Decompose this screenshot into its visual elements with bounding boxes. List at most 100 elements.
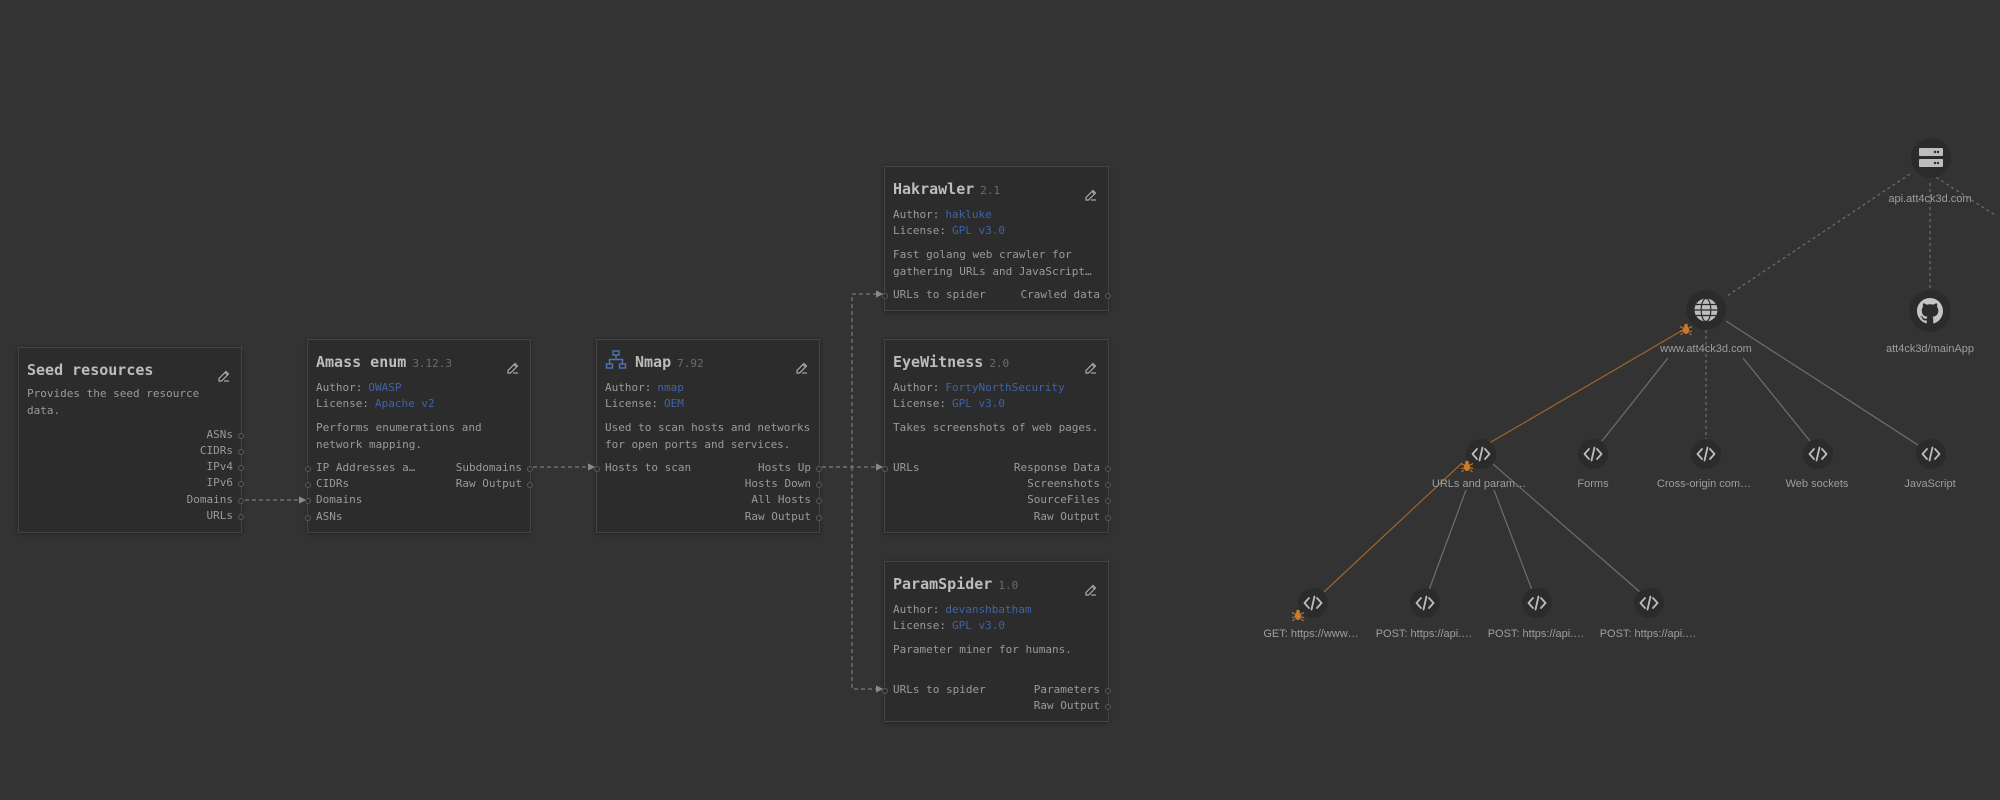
license-row: License:Apache v2 xyxy=(316,397,435,410)
license-link[interactable]: GPL v3.0 xyxy=(951,397,1005,410)
graph-solid-edges xyxy=(1428,320,1919,593)
author-link[interactable]: devanshbatham xyxy=(945,603,1032,616)
edit-icon[interactable] xyxy=(795,360,809,374)
graph-node-cross-origin[interactable] xyxy=(1691,439,1721,469)
license-link[interactable]: OEM xyxy=(663,397,684,410)
graph-label-request-post-2: POST: https://api.… xyxy=(1487,628,1585,640)
node-description: Fast golang web crawler for gathering UR… xyxy=(893,248,1092,278)
author-row: Author:devanshbatham xyxy=(893,603,1032,616)
graph-label-request-get: GET: https://www… xyxy=(1263,628,1359,640)
graph-label-request-post-3: POST: https://api.… xyxy=(1599,628,1697,640)
input-port-ip-addresses[interactable]: IP Addresses a… xyxy=(304,461,416,474)
output-port-raw-output[interactable]: Raw Output xyxy=(1033,699,1112,712)
output-port-hosts-up[interactable]: Hosts Up xyxy=(758,461,822,474)
author-link[interactable]: OWASP xyxy=(368,381,402,394)
input-port-cidrs[interactable]: CIDRs xyxy=(304,477,350,490)
license-row: License:GPL v3.0 xyxy=(893,397,1005,410)
license-row: License:OEM xyxy=(605,397,684,410)
graph-node-repo[interactable] xyxy=(1909,290,1951,332)
author-row: Author:nmap xyxy=(605,381,684,394)
author-row: Author:hakluke xyxy=(893,208,992,221)
input-port-urls-to-spider[interactable]: URLs to spider xyxy=(882,683,986,696)
input-port-asns[interactable]: ASNs xyxy=(305,510,343,523)
node-description: Performs enumerations and network mappin… xyxy=(316,421,482,451)
server-icon xyxy=(1919,148,1943,167)
output-port-ipv6[interactable]: IPv6 xyxy=(206,476,244,489)
code-icon xyxy=(1583,446,1603,462)
edit-icon[interactable] xyxy=(1084,360,1098,374)
graph-node-api-host[interactable] xyxy=(1911,138,1951,178)
author-row: Author:OWASP xyxy=(316,381,402,394)
input-port-hosts-to-scan[interactable]: Hosts to scan xyxy=(593,461,692,474)
output-port-raw-output[interactable]: Raw Output xyxy=(1033,510,1112,523)
input-port-urls[interactable]: URLs xyxy=(882,461,920,474)
output-port-all-hosts[interactable]: All Hosts xyxy=(751,493,822,506)
node-description: Provides the seed resource data. xyxy=(27,387,200,417)
output-port-parameters[interactable]: Parameters xyxy=(1033,683,1112,696)
author-link[interactable]: hakluke xyxy=(945,208,992,221)
node-version: 2.0 xyxy=(989,357,1010,370)
graph-label-request-post-1: POST: https://api.… xyxy=(1375,628,1473,640)
output-port-raw-output[interactable]: Raw Output xyxy=(455,477,534,490)
graph-label-repo: att4ck3d/mainApp xyxy=(1885,343,1975,355)
output-port-sourcefiles[interactable]: SourceFiles xyxy=(1027,493,1111,506)
output-port-raw-output[interactable]: Raw Output xyxy=(744,510,823,523)
bug-icon xyxy=(1291,609,1305,622)
node-version: 7.92 xyxy=(677,357,704,370)
graph-node-javascript[interactable] xyxy=(1916,439,1946,469)
graph-vuln-edges xyxy=(1323,326,1689,593)
graph-node-www-host[interactable] xyxy=(1686,290,1726,330)
node-description: Used to scan hosts and networks for open… xyxy=(605,421,811,451)
author-link[interactable]: FortyNorthSecurity xyxy=(945,381,1065,394)
output-port-urls[interactable]: URLs xyxy=(206,509,244,522)
output-port-crawled-data[interactable]: Crawled data xyxy=(1020,288,1112,301)
license-link[interactable]: GPL v3.0 xyxy=(951,619,1005,632)
graph-node-forms[interactable] xyxy=(1578,439,1608,469)
graph-dashed-edges xyxy=(1705,173,1996,440)
graph-node-urls-params[interactable] xyxy=(1466,439,1496,469)
output-port-response-data[interactable]: Response Data xyxy=(1013,461,1112,474)
graph-node-request-post-3[interactable] xyxy=(1634,588,1664,618)
graph-node-request-post-2[interactable] xyxy=(1522,588,1552,618)
output-port-asns[interactable]: ASNs xyxy=(206,428,244,441)
seed-resources-node[interactable]: Seed resources Provides the seed resourc… xyxy=(18,347,245,533)
input-port-urls-to-spider[interactable]: URLs to spider xyxy=(882,288,986,301)
graph-node-web-sockets[interactable] xyxy=(1803,439,1833,469)
edit-icon[interactable] xyxy=(217,368,231,382)
code-icon xyxy=(1639,595,1659,611)
wire-nmap-to-hakrawler[interactable] xyxy=(822,290,884,468)
graph-label-forms: Forms xyxy=(1577,478,1609,490)
license-link[interactable]: GPL v3.0 xyxy=(951,224,1005,237)
bug-icon xyxy=(1460,460,1474,473)
graph-label-api-host: api.att4ck3d.com xyxy=(1888,193,1972,205)
output-port-subdomains[interactable]: Subdomains xyxy=(455,461,534,474)
output-port-cidrs[interactable]: CIDRs xyxy=(199,444,245,457)
input-port-domains[interactable]: Domains xyxy=(304,493,363,506)
output-port-hosts-down[interactable]: Hosts Down xyxy=(744,477,823,490)
license-link[interactable]: Apache v2 xyxy=(374,397,435,410)
output-port-domains[interactable]: Domains xyxy=(186,493,245,506)
code-icon xyxy=(1415,595,1435,611)
author-link[interactable]: nmap xyxy=(657,381,684,394)
edit-icon[interactable] xyxy=(506,360,520,374)
wire-nmap-to-paramspider[interactable] xyxy=(851,467,884,693)
code-icon xyxy=(1527,595,1547,611)
graph-node-request-post-1[interactable] xyxy=(1410,588,1440,618)
output-port-screenshots[interactable]: Screenshots xyxy=(1027,477,1111,490)
edit-icon[interactable] xyxy=(1084,582,1098,596)
output-port-ipv4[interactable]: IPv4 xyxy=(206,460,244,473)
node-version: 1.0 xyxy=(998,579,1019,592)
edit-icon[interactable] xyxy=(1084,187,1098,201)
license-row: License:GPL v3.0 xyxy=(893,619,1005,632)
node-version: 3.12.3 xyxy=(412,357,453,370)
code-icon xyxy=(1921,446,1941,462)
